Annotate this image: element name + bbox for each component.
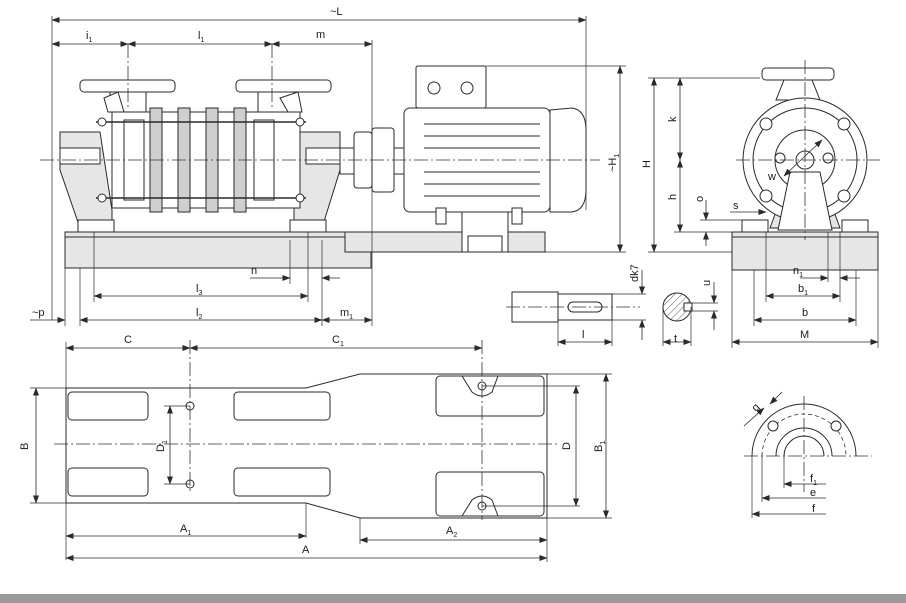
label-k: k (667, 116, 679, 122)
pump-right-casing (293, 131, 341, 229)
label-H: H (641, 160, 653, 168)
label-D: D (561, 442, 573, 450)
label-L: ~L (330, 6, 343, 18)
label-C1: C1 (332, 334, 344, 348)
end-flange-top (761, 67, 835, 81)
label-n: n (251, 265, 257, 277)
plan-dimensions (30, 342, 612, 562)
label-b: b (802, 307, 808, 319)
label-t: t (674, 333, 677, 345)
label-C: C (124, 334, 132, 346)
label-n1: n1 (793, 265, 803, 279)
label-dk7: dk7 (629, 264, 641, 282)
label-i1: i1 (86, 30, 92, 44)
label-g: g (750, 401, 763, 414)
label-A: A (302, 544, 310, 556)
label-h: h (667, 194, 679, 200)
label-e: e (810, 487, 816, 499)
label-l2: l2 (196, 307, 202, 321)
label-p: ~p (32, 307, 45, 319)
label-w: w (767, 171, 776, 183)
label-m: m (316, 29, 325, 41)
dimension-labels: ~L i1 l1 m ~H1 H k h o s w n l3 l2 ~p m1… (19, 6, 817, 556)
label-A2: A2 (446, 525, 457, 539)
label-A1: A1 (180, 523, 191, 537)
label-B: B (19, 443, 31, 450)
label-o: o (694, 196, 706, 202)
flange-detail (743, 391, 872, 518)
pump-left-casing (59, 131, 113, 229)
discharge-flange (235, 79, 332, 113)
label-B1: B1 (593, 441, 607, 452)
footer-bar (0, 594, 906, 603)
label-l3: l3 (196, 283, 202, 297)
suction-flange (79, 79, 176, 113)
side-dimensions (30, 16, 626, 326)
label-b1: b1 (798, 283, 808, 297)
label-l: l (582, 329, 584, 341)
terminal-box (415, 65, 487, 109)
label-u: u (701, 280, 713, 286)
label-s: s (733, 200, 739, 212)
label-f1: f1 (810, 473, 817, 487)
label-m1: m1 (340, 307, 353, 321)
end-dimensions (648, 77, 879, 348)
side-view (30, 16, 626, 326)
motor (403, 65, 587, 253)
label-D1: D1 (155, 440, 169, 452)
plan-view (30, 340, 612, 562)
base-frame (64, 231, 372, 269)
label-M: M (800, 329, 809, 341)
label-H1: ~H1 (607, 154, 621, 172)
shaft-end-detail (506, 270, 718, 346)
label-f: f (812, 503, 816, 515)
label-l1: l1 (198, 30, 204, 44)
base-top (64, 231, 372, 238)
end-view (648, 60, 880, 348)
